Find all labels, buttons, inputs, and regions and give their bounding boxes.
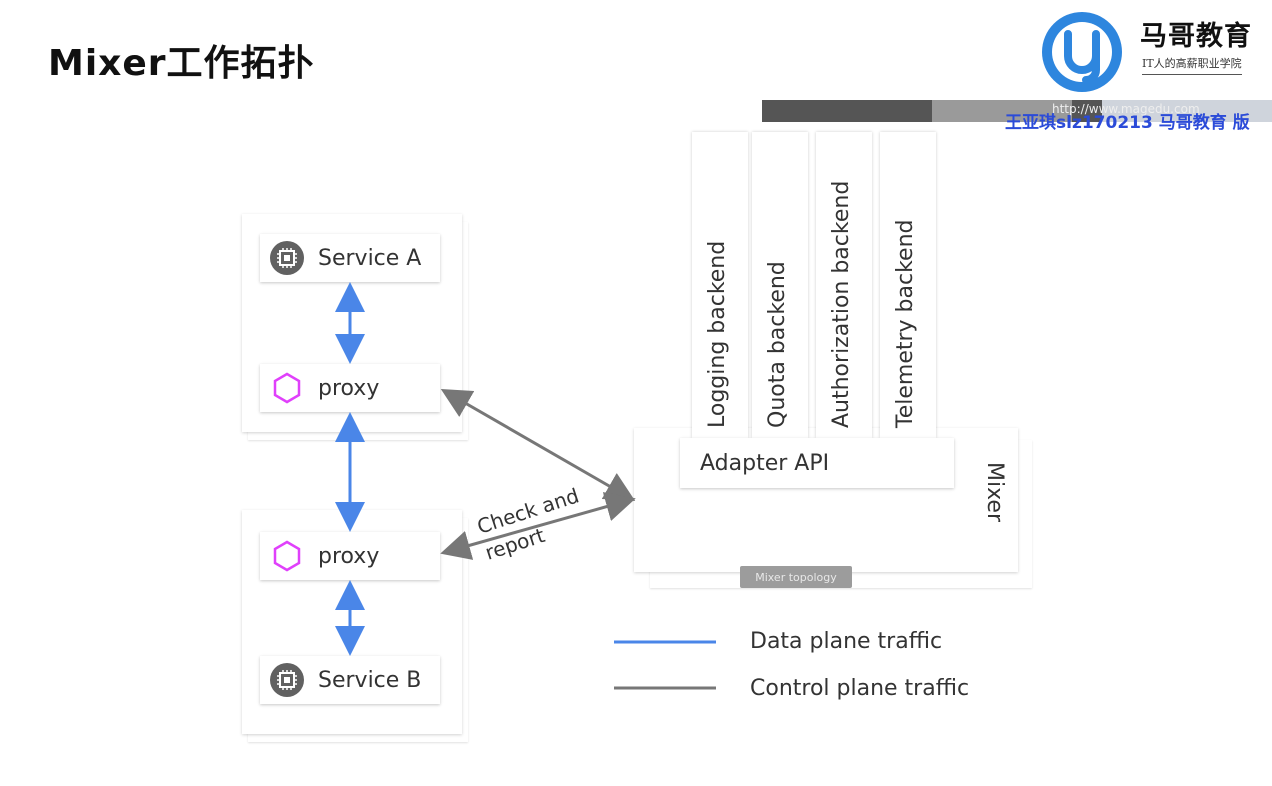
- legend-data-plane-label: Data plane traffic: [750, 629, 943, 654]
- telemetry-backend: Telemetry backend: [880, 132, 936, 438]
- mixer-label: Mixer: [982, 462, 1007, 523]
- topology-tag: Mixer topology: [740, 566, 852, 588]
- brand-name: 马哥教育: [1140, 21, 1252, 52]
- proxy-top-label: proxy: [318, 375, 380, 401]
- watermark-text: 王亚琪slz170213 马哥教育 版: [1005, 113, 1250, 133]
- video-progress-bar: http://www.magedu.com: [762, 100, 1272, 122]
- adapter-api-box: Adapter API: [680, 438, 954, 488]
- chip-icon: [270, 241, 304, 275]
- service-b-label: Service B: [318, 667, 422, 693]
- brand-tagline: IT人的高薪职业学院: [1142, 55, 1242, 75]
- control-plane-arrow-top: [440, 389, 636, 501]
- chip-icon: [270, 663, 304, 697]
- hexagon-icon: [273, 540, 301, 572]
- logging-backend: Logging backend: [692, 132, 748, 438]
- watermark-url: http://www.magedu.com: [1052, 102, 1200, 116]
- service-b-box: Service B: [260, 656, 440, 704]
- slide-title: Mixer工作拓扑: [48, 43, 315, 84]
- service-a-box: Service A: [260, 234, 440, 282]
- authorization-backend: Authorization backend: [816, 132, 872, 438]
- brand-logo-icon: [1042, 12, 1122, 92]
- legend-control-plane-label: Control plane traffic: [750, 676, 970, 701]
- hexagon-icon: [273, 372, 301, 404]
- proxy-top-box: proxy: [260, 364, 440, 412]
- control-plane-arrow-bottom: [440, 492, 636, 560]
- quota-backend: Quota backend: [752, 132, 808, 438]
- service-a-label: Service A: [318, 245, 422, 271]
- proxy-bottom-box: proxy: [260, 532, 440, 580]
- adapter-api-label: Adapter API: [700, 450, 830, 476]
- proxy-bottom-label: proxy: [318, 543, 380, 569]
